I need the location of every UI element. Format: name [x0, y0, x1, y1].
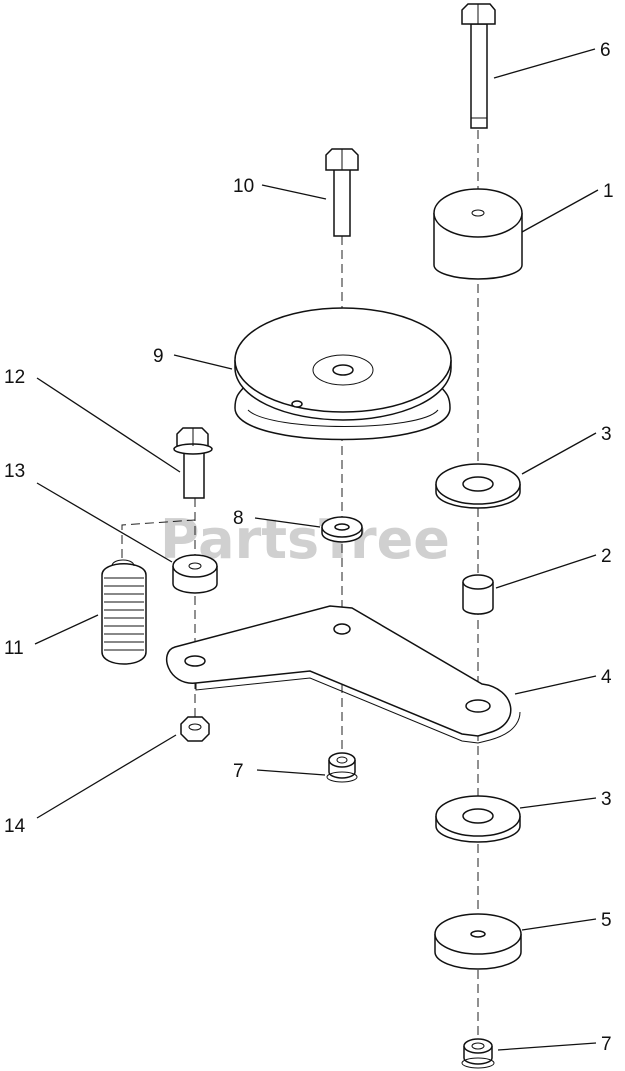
- part-9-pulley: [234, 307, 452, 441]
- callout-7-center: 7: [233, 761, 244, 782]
- leader-lines: [34, 48, 599, 1051]
- part-14-hex-nut: [180, 716, 210, 742]
- part-7-flange-nut-center: [326, 752, 358, 783]
- callout-4: 4: [601, 667, 612, 688]
- callout-13: 13: [4, 461, 25, 482]
- part-1-spacer: [433, 188, 523, 280]
- part-12-shoulder-bolt: [173, 427, 213, 499]
- part-5-thick-washer: [434, 913, 522, 970]
- callout-12: 12: [4, 367, 25, 388]
- callout-8: 8: [233, 508, 244, 529]
- part-3-washer-lower: [435, 795, 521, 843]
- part-8-washer: [321, 516, 363, 543]
- part-13-spacer: [172, 554, 218, 594]
- part-4-idler-arm: [165, 605, 521, 744]
- part-11-spring: [101, 559, 147, 665]
- callout-9: 9: [153, 346, 164, 367]
- part-10-bolt: [325, 148, 359, 237]
- callout-6: 6: [600, 40, 611, 61]
- callout-3-lower: 3: [601, 789, 612, 810]
- callout-7-right: 7: [601, 1034, 612, 1055]
- callout-labels: 6 1 3 2 4 3 5 7 10 9 8 7 12 13 11 14: [4, 40, 614, 1055]
- callout-5: 5: [601, 910, 612, 931]
- callout-10: 10: [233, 176, 254, 197]
- part-3-washer-upper: [435, 463, 521, 509]
- callout-2: 2: [601, 546, 612, 567]
- part-7-flange-nut-right: [461, 1038, 495, 1069]
- callout-14: 14: [4, 816, 26, 837]
- part-2-bushing: [462, 574, 494, 615]
- part-6-long-bolt: [461, 3, 496, 129]
- callout-11: 11: [4, 638, 24, 659]
- callout-1: 1: [603, 181, 614, 202]
- callout-3-upper: 3: [601, 424, 612, 445]
